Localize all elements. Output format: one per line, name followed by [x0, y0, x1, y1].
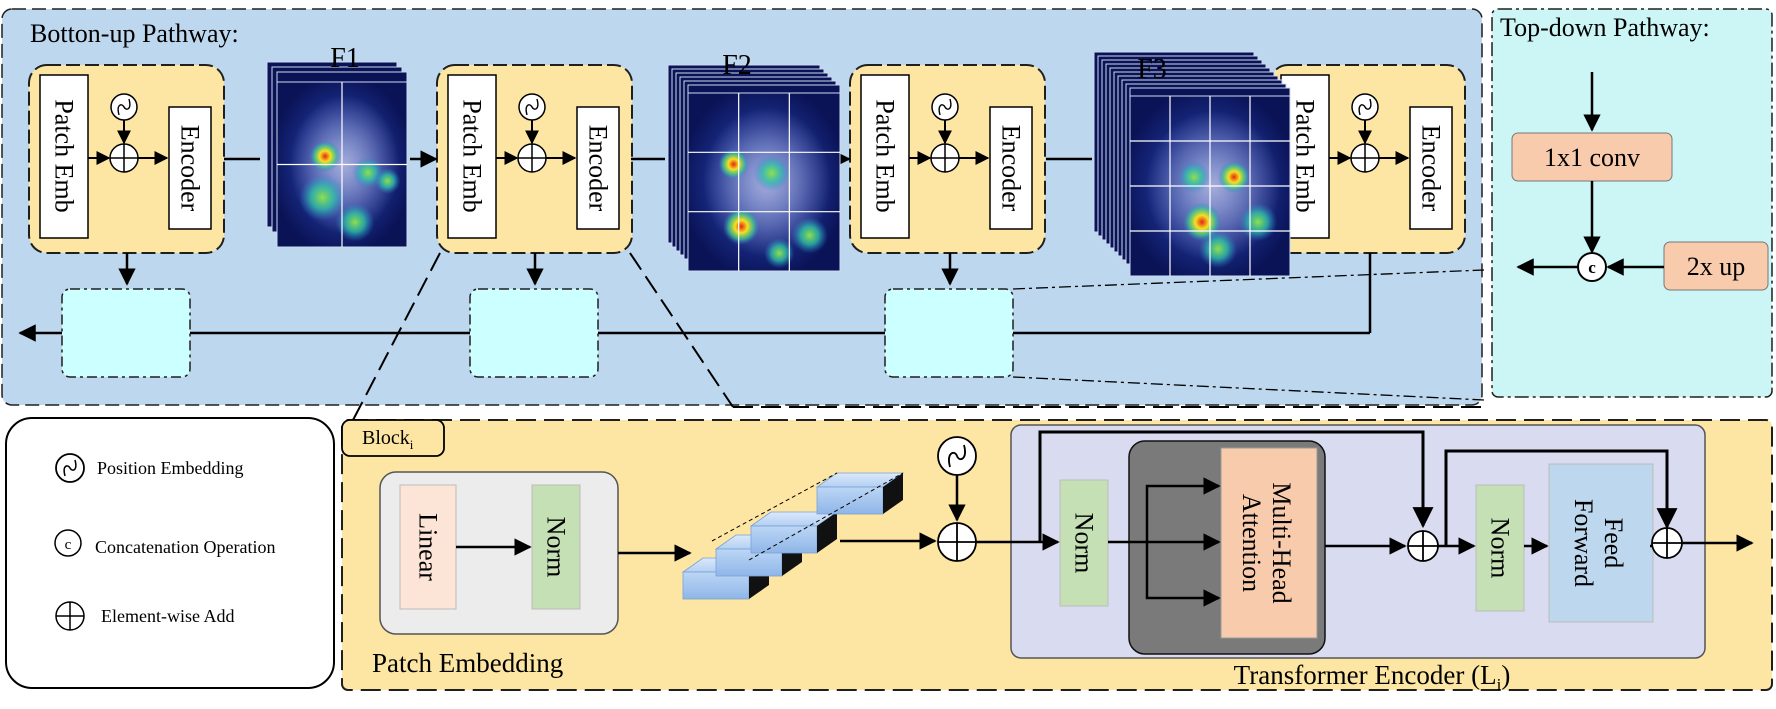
- norm-label-patch: Norm: [542, 517, 571, 578]
- patch-embedding-title: Patch Embedding: [372, 648, 563, 678]
- feature-map-f3: [1093, 51, 1291, 277]
- concat-symbol: c: [1588, 258, 1596, 277]
- legend-concat-symbol: c: [65, 537, 72, 553]
- feature-map-f2: [667, 64, 841, 272]
- norm-label-1: Norm: [1070, 513, 1099, 574]
- patch-token-4: [815, 472, 905, 515]
- patch-emb-label: Patch Emb: [50, 99, 79, 212]
- feature-label-f3: F3: [1137, 54, 1167, 85]
- legend-concatenation: Concatenation Operation: [95, 537, 275, 557]
- feed-forward-label: FeedForward: [1569, 499, 1628, 587]
- linear-box: [399, 484, 457, 610]
- output-box-2: [469, 288, 599, 378]
- patch-emb-label: Patch Emb: [871, 99, 900, 212]
- bottom-up-block-1: Patch Emb Encoder: [28, 64, 225, 254]
- output-row: [18, 253, 1372, 378]
- patch-tokens: [681, 472, 905, 600]
- feed-forward-box: [1548, 463, 1654, 623]
- legend-position-embedding: Position Embedding: [97, 458, 244, 478]
- output-box-1: [61, 288, 191, 378]
- encoder-box: [1409, 106, 1453, 230]
- feature-label-f2: F2: [722, 50, 752, 81]
- patch-emb-label: Patch Emb: [1291, 99, 1320, 212]
- zoom-lines-block: [351, 252, 1484, 423]
- block-detail-panel: Blocki Linear Norm Patch Embedding Trans…: [341, 419, 1773, 694]
- patch-token-3: [749, 511, 839, 554]
- transformer-encoder-title: Transformer Encoder (Li): [1234, 660, 1511, 694]
- feature-label-f1: F1: [330, 43, 360, 74]
- encoder-label: Encoder: [997, 125, 1026, 212]
- conv-1x1-label: 1x1 conv: [1544, 143, 1640, 172]
- bottom-up-title: Botton-up Pathway:: [30, 19, 239, 48]
- bottom-up-block-4: Patch Emb Encoder: [1269, 64, 1466, 254]
- linear-label: Linear: [414, 513, 443, 581]
- encoder-box: [168, 106, 212, 230]
- bottom-up-block-3: Patch Emb Encoder: [849, 64, 1046, 254]
- encoder-label: Encoder: [176, 125, 205, 212]
- patch-emb-box: [39, 74, 89, 239]
- patch-emb-box: [447, 74, 497, 239]
- zoom-lines-top-down: [1012, 269, 1485, 401]
- encoder-label: Encoder: [1417, 125, 1446, 212]
- patch-emb-label: Patch Emb: [458, 99, 487, 212]
- upsample-2x-label: 2x up: [1687, 252, 1746, 281]
- block-tag-label: Blocki: [362, 427, 414, 452]
- top-down-title: Top-down Pathway:: [1500, 13, 1710, 42]
- feature-maps: [266, 51, 1291, 277]
- feature-map-f1: [266, 61, 408, 248]
- output-box-3: [884, 288, 1014, 378]
- block-tag: [341, 419, 445, 457]
- norm-box-patch: [531, 484, 581, 610]
- top-down-pathway-panel: Top-down Pathway: 1x1 conv 2x up c: [1491, 8, 1773, 398]
- multi-head-attention-label: Multi-HeadAttention: [1237, 482, 1296, 603]
- concatenation-icon-legend: [54, 529, 82, 557]
- encoder-box: [989, 106, 1033, 230]
- patch-emb-box: [860, 74, 910, 239]
- encoder-box: [576, 106, 620, 230]
- bottom-up-block-2: Patch Emb Encoder: [436, 64, 633, 254]
- legend-panel: Position Embedding c Concatenation Opera…: [5, 417, 335, 689]
- multi-head-attention-box: [1220, 447, 1318, 639]
- norm-box-2: [1475, 484, 1525, 612]
- norm-label-2: Norm: [1486, 518, 1515, 579]
- encoder-label: Encoder: [584, 125, 613, 212]
- legend-element-wise-add: Element-wise Add: [101, 606, 234, 626]
